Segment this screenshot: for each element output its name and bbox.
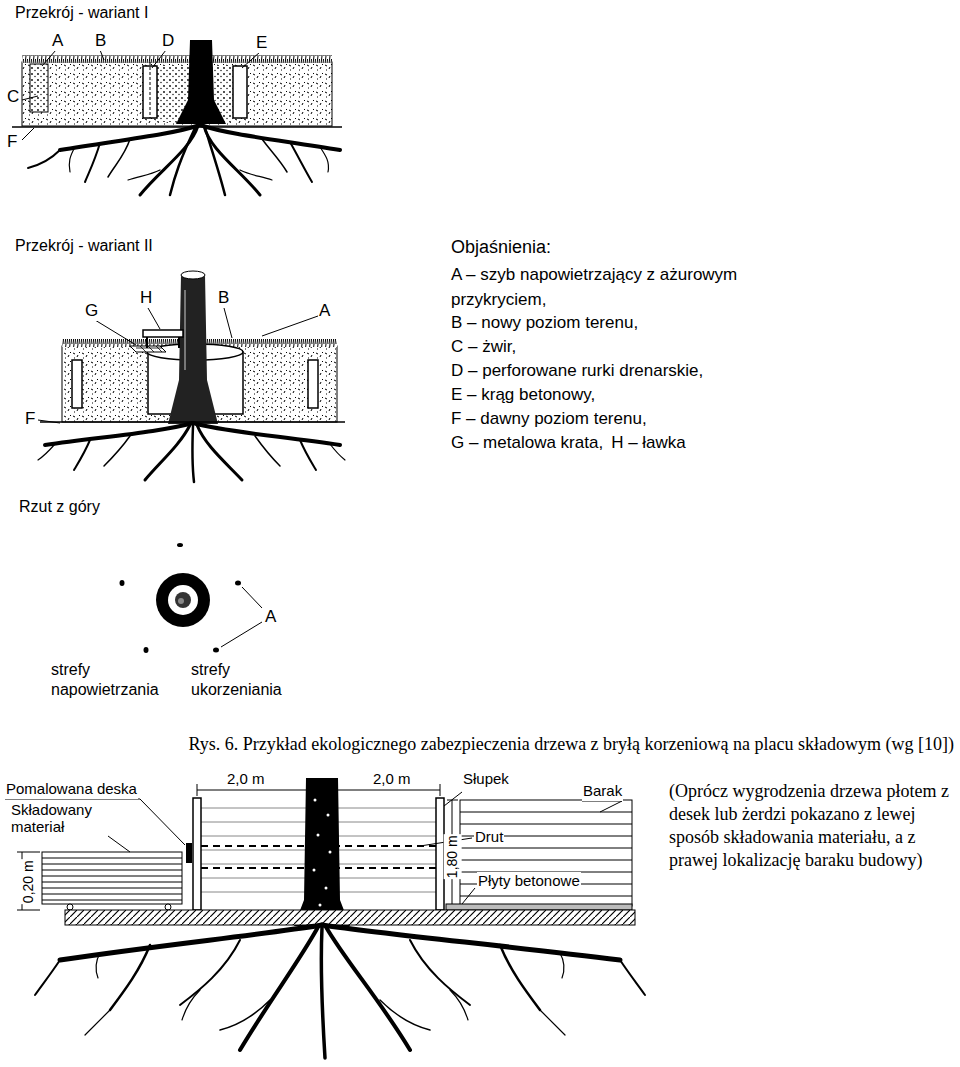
legend-item: H – ławka <box>610 432 687 453</box>
dimension: 0,20 m <box>19 860 37 905</box>
variant-two <box>38 271 345 482</box>
part-name: Słupek <box>462 770 510 789</box>
storage-yard <box>5 778 645 1058</box>
legend-heading: Objaśnienia: <box>450 236 552 259</box>
plan-view <box>120 543 263 653</box>
section-title: Rzut z góry <box>18 497 101 517</box>
part-letter: E <box>255 32 268 53</box>
dimension: 2,0 m <box>372 770 412 789</box>
part-letter: B <box>217 287 230 308</box>
part-letter: G <box>84 300 99 321</box>
dimension: 2,0 m <box>226 770 266 789</box>
section-title: Przekrój - wariant I <box>14 3 149 23</box>
part-name: Płyty betonowe <box>477 872 581 891</box>
variant-one <box>12 40 342 195</box>
part-name: Składowany materiał <box>10 801 122 835</box>
zone-label: strefy napowietrzania <box>50 660 182 700</box>
section-title: Przekrój - wariant II <box>14 236 154 256</box>
legend-item: C – żwir, <box>450 336 517 357</box>
part-name: Drut <box>474 828 504 847</box>
note: (Oprócz wygrodzenia drzewa płotem z dese… <box>668 780 960 872</box>
part-letter: A <box>264 606 277 627</box>
part-letter: A <box>51 30 64 51</box>
part-letter: F <box>24 408 36 429</box>
part-letter: D <box>161 30 175 51</box>
figure-caption: Rys. 6. Przykład ekologicznego zabezpiec… <box>188 733 955 756</box>
part-letter: F <box>6 131 18 152</box>
part-letter: C <box>6 86 20 107</box>
legend-item: A – szyb napowietrzający z ażurowym przy… <box>450 262 837 312</box>
part-name: Pomalowana deska <box>5 780 138 799</box>
legend-item: B – nowy poziom terenu, <box>450 312 639 333</box>
dimension: 1,80 m <box>443 835 461 880</box>
legend-item: D – perforowane rurki drenarskie, <box>450 360 704 381</box>
part-name: Barak <box>582 782 623 801</box>
legend-item: F – dawny poziom terenu, <box>450 408 648 429</box>
legend-item: E – krąg betonowy, <box>450 384 596 405</box>
part-letter: A <box>318 300 331 321</box>
part-letter: H <box>139 287 153 308</box>
zone-label: strefy ukorzeniania <box>190 660 312 700</box>
part-letter: B <box>94 30 107 51</box>
legend-item: G – metalowa krata, <box>450 432 604 453</box>
